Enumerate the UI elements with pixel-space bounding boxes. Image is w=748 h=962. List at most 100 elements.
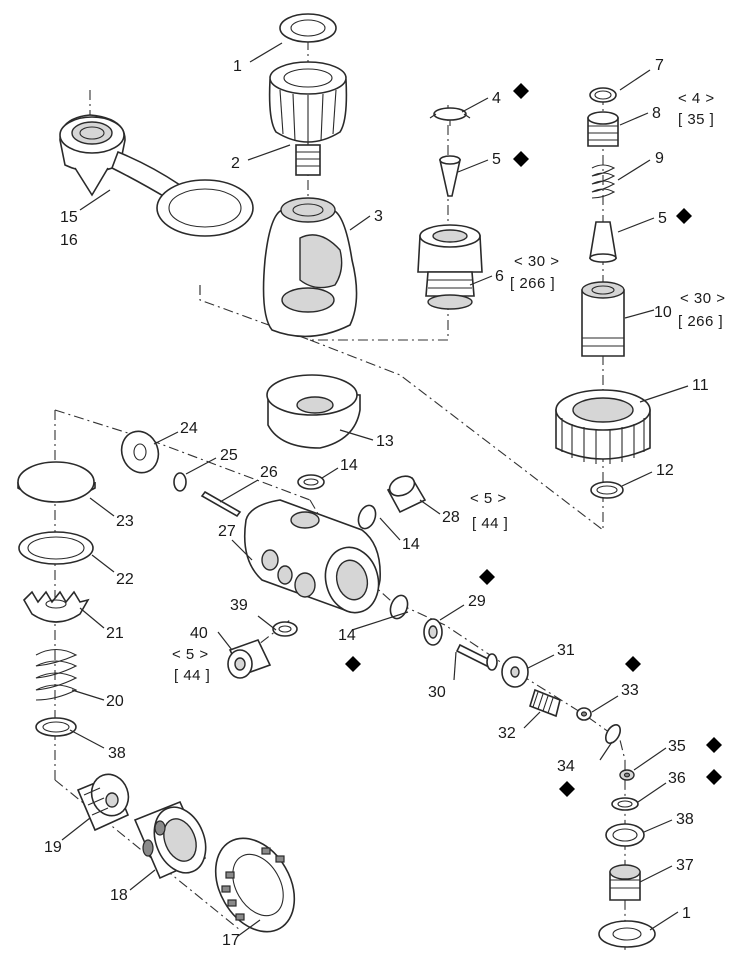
callout-5-left: 5: [492, 151, 501, 168]
lubrication-diamond-icon: [559, 781, 575, 797]
part-12-oring: [590, 481, 624, 499]
callout-6: 6: [495, 268, 504, 285]
part-21-diaphragm-plate: [23, 590, 90, 623]
callout-21: 21: [106, 625, 124, 642]
callout-26: 26: [260, 464, 278, 481]
callout-25: 25: [220, 447, 238, 464]
callout-37: 37: [676, 857, 694, 874]
callout-14-top: 14: [340, 457, 358, 474]
callout-38-right: 38: [676, 811, 694, 828]
torque-8-bracket: [ 35 ]: [678, 111, 714, 128]
part-27-main-body: [243, 499, 381, 614]
callout-7: 7: [655, 57, 664, 74]
callout-9: 9: [655, 150, 664, 167]
part-22-ring: [18, 531, 94, 565]
callout-11: 11: [692, 377, 709, 394]
part-11-ring-nut: [555, 389, 651, 464]
callout-35: 35: [668, 738, 686, 755]
callout-30: 30: [428, 684, 446, 701]
torque-28-bracket: [ 44 ]: [472, 515, 508, 532]
part-6-fitting: [417, 224, 483, 310]
part-8-seat: [587, 111, 619, 147]
part-23-cover: [17, 461, 96, 503]
callout-14-low: 14: [338, 627, 356, 644]
part-28-plug: [386, 475, 427, 514]
part-5-filter-top: [439, 155, 461, 197]
callout-5-right: 5: [658, 210, 667, 227]
lubrication-diamond-icon: [706, 737, 722, 753]
part-30-stem: [455, 643, 498, 671]
callout-2: 2: [231, 155, 240, 172]
part-24-washer: [120, 430, 160, 474]
part-25-oring: [173, 472, 187, 492]
part-10-piston: [581, 281, 625, 357]
part-1-washer: [279, 13, 337, 43]
part-14-orings: [297, 474, 409, 620]
torque-28-angle: < 5 >: [470, 490, 507, 507]
part-5-poppet: [589, 221, 617, 263]
callout-23: 23: [116, 513, 134, 530]
part-40-plug: [227, 639, 272, 679]
part-3-yoke: [262, 197, 358, 338]
part-34-oring: [604, 724, 622, 744]
callout-4: 4: [492, 90, 501, 107]
part-9-spring: [591, 164, 616, 199]
callout-38-left: 38: [108, 745, 126, 762]
part-31-disc: [501, 656, 529, 688]
part-7-oring: [589, 87, 617, 103]
torque-6-bracket: [ 266 ]: [510, 275, 555, 292]
part-33-washer: [576, 707, 592, 721]
callout-labels: 1 2 3 4 5 6 7 8 9 5 10 11 12 13 14 14 14…: [44, 57, 709, 949]
part-2-knob: [268, 61, 348, 176]
part-39-oring: [272, 621, 298, 637]
callout-8: 8: [652, 105, 661, 122]
lubrication-diamond-icon: [625, 656, 641, 672]
callout-29: 29: [468, 593, 486, 610]
lubrication-symbols: [345, 83, 722, 797]
torque-40-bracket: [ 44 ]: [174, 667, 210, 684]
part-38-oring-right: [605, 823, 645, 847]
part-32-spring: [529, 688, 561, 718]
callout-27: 27: [218, 523, 236, 540]
callout-1-top: 1: [233, 58, 242, 75]
part-26-pin: [200, 490, 242, 518]
callout-12: 12: [656, 462, 674, 479]
part-19-adjuster: [76, 773, 130, 832]
callout-17: 17: [222, 932, 240, 949]
torque-40-angle: < 5 >: [172, 646, 209, 663]
torque-8-angle: < 4 >: [678, 90, 715, 107]
callout-15: 15: [60, 209, 78, 226]
callout-13: 13: [376, 433, 394, 450]
callout-18: 18: [110, 887, 128, 904]
lubrication-diamond-icon: [676, 208, 692, 224]
lubrication-diamond-icon: [479, 569, 495, 585]
torque-specs: < 4 > [ 35 ] < 30 > [ 266 ] < 30 > [ 266…: [172, 90, 726, 684]
torque-6-angle: < 30 >: [514, 253, 560, 270]
callout-33: 33: [621, 682, 639, 699]
lubrication-diamond-icon: [345, 656, 361, 672]
callout-3: 3: [374, 208, 383, 225]
part-18-housing: [133, 800, 207, 880]
part-1-washer-bottom: [598, 920, 656, 948]
callout-31: 31: [557, 642, 575, 659]
part-35-cap: [619, 769, 635, 781]
part-17-ring: [214, 837, 296, 933]
callout-34: 34: [557, 758, 575, 775]
lubrication-diamond-icon: [513, 83, 529, 99]
part-38-oring-left: [35, 717, 77, 737]
lubrication-diamond-icon: [706, 769, 722, 785]
callout-39: 39: [230, 597, 248, 614]
part-13-spacer: [266, 374, 361, 449]
torque-10-bracket: [ 266 ]: [678, 313, 723, 330]
callout-36: 36: [668, 770, 686, 787]
part-4-retainer: [429, 107, 471, 126]
callout-24: 24: [180, 420, 198, 437]
torque-10-angle: < 30 >: [680, 290, 726, 307]
lubrication-diamond-icon: [513, 151, 529, 167]
callout-16: 16: [60, 232, 78, 249]
part-20-spring: [35, 648, 78, 701]
callout-10: 10: [654, 304, 672, 321]
callout-32: 32: [498, 725, 516, 742]
callout-14-mid: 14: [402, 536, 420, 553]
